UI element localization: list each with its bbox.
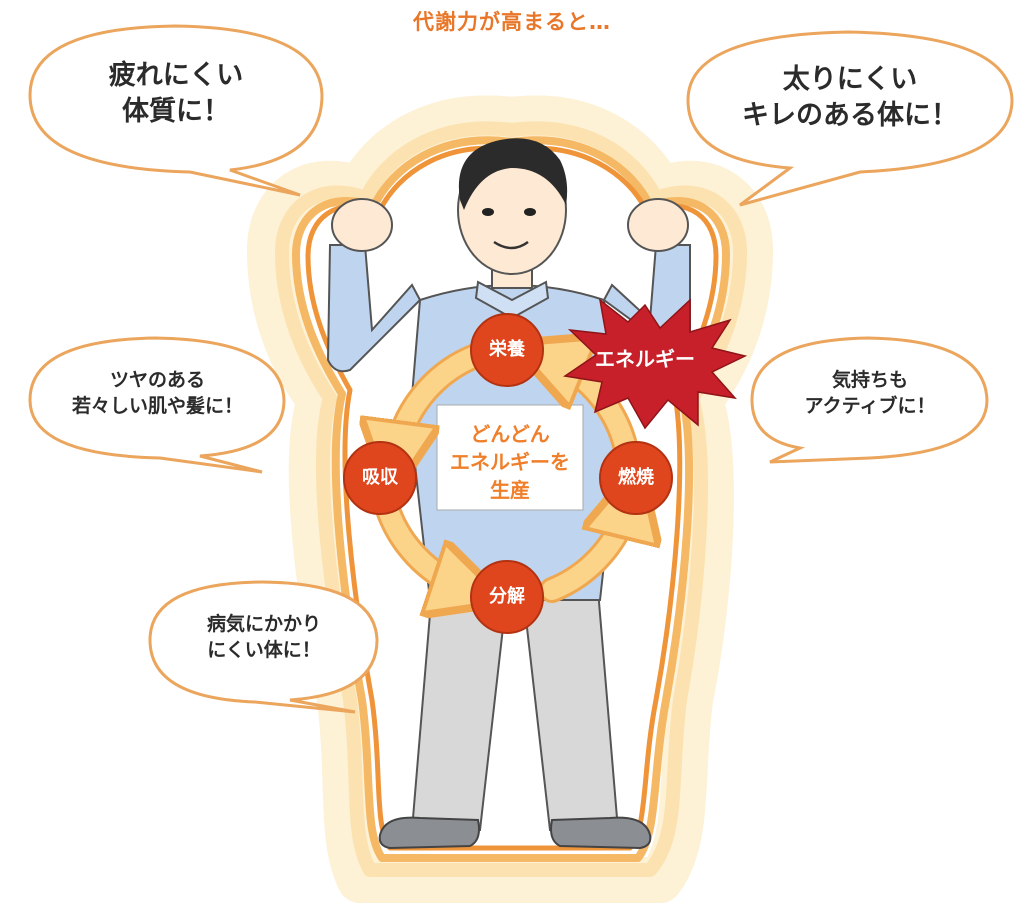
left-shoe — [378, 816, 480, 850]
node-decomposition — [470, 560, 544, 634]
node-absorption — [343, 441, 417, 515]
bubble-text-mid-left: ツヤのある 若々しい肌や髪に！ — [71, 369, 243, 417]
speech-bubbles — [28, 24, 1014, 714]
page-title: 代謝力が高まると… — [413, 10, 611, 34]
left-fist — [331, 198, 393, 252]
node-label-combustion: 燃焼 — [618, 467, 654, 488]
node-label-absorption: 吸収 — [362, 467, 398, 488]
right-fist — [627, 198, 689, 252]
bubble-text-bottom-left: 病気にかかり にくい体に！ — [206, 613, 321, 661]
right-shoe — [550, 816, 652, 850]
collar — [474, 280, 550, 320]
hair — [458, 138, 568, 210]
node-nutrition — [470, 313, 544, 387]
center-energy-text: どんどん エネルギーを 生産 — [450, 422, 570, 502]
node-combustion — [599, 441, 673, 515]
left-arm — [326, 244, 422, 373]
bubble-bottom-left — [148, 580, 379, 714]
bubble-text-top-left: 疲れにくい 体質に！ — [108, 60, 244, 128]
bubble-text-top-right: 太りにくい キレのある体に！ — [742, 64, 958, 132]
bubble-mid-right — [750, 336, 989, 464]
cycle-nodes — [343, 313, 673, 634]
bubble-mid-left — [28, 336, 286, 474]
bubble-top-left — [28, 24, 324, 197]
node-label-nutrition: 栄養 — [489, 339, 525, 360]
bubble-text-mid-right: 気持ちも アクティブに！ — [804, 369, 936, 417]
energy-burst — [563, 298, 748, 430]
center-panel — [436, 404, 584, 511]
node-label-decomposition: 分解 — [489, 586, 525, 607]
energy-aura — [247, 95, 773, 903]
energy-burst-label: エネルギー — [595, 347, 695, 371]
bubble-top-right — [686, 30, 1014, 207]
